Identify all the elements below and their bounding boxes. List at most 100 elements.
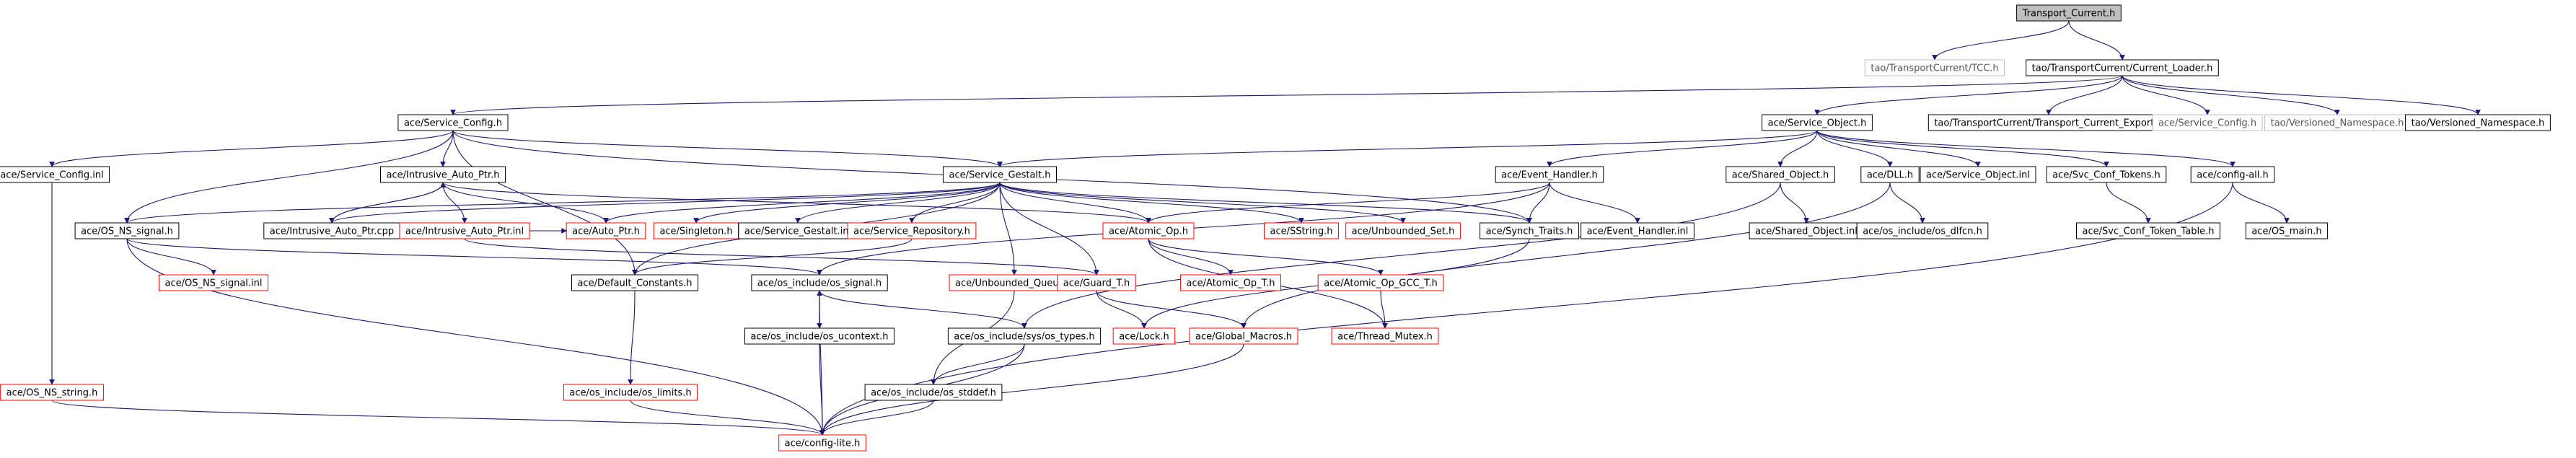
node-thread-mutex[interactable]: ace/Thread_Mutex.h xyxy=(1331,327,1439,345)
edge-current-loader-to-tc-export xyxy=(2046,75,2123,115)
edge-current-loader-to-service-object xyxy=(1814,75,2123,115)
edge-global-macros-to-config-lite xyxy=(819,343,1244,436)
edge-current-loader-to-service-config xyxy=(450,75,2123,115)
node-versioned-ns[interactable]: tao/Versioned_Namespace.h xyxy=(2405,114,2551,131)
node-intrusive-auto-ptr-cpp[interactable]: ace/Intrusive_Auto_Ptr.cpp xyxy=(263,222,400,239)
node-box xyxy=(1495,166,1604,183)
edge-guard-t-to-global-macros xyxy=(1096,290,1247,329)
node-label: ace/Unbounded_Set.h xyxy=(1352,226,1455,237)
node-current-loader[interactable]: tao/TransportCurrent/Current_Loader.h xyxy=(2026,59,2219,76)
node-box xyxy=(397,114,509,131)
node-label: ace/Event_Handler.h xyxy=(1501,170,1598,181)
node-sstring[interactable]: ace/SString.h xyxy=(1264,222,1339,239)
node-box xyxy=(2405,114,2551,131)
node-box xyxy=(1762,114,1873,131)
edge-service-config-to-default-constants xyxy=(452,130,638,276)
node-event-handler-inl[interactable]: ace/Event_Handler.inl xyxy=(1581,222,1694,239)
node-box xyxy=(566,222,646,239)
node-box xyxy=(1317,274,1444,291)
node-box xyxy=(1726,166,1835,183)
node-label: ace/Service_Config.inl xyxy=(0,170,103,181)
node-label: ace/SString.h xyxy=(1270,226,1333,237)
node-os-dlfcn[interactable]: ace/os_include/os_dlfcn.h xyxy=(1856,222,1989,239)
node-shared-object[interactable]: ace/Shared_Object.h xyxy=(1726,166,1835,183)
node-os-ns-signal[interactable]: ace/OS_NS_signal.h xyxy=(74,222,180,239)
node-service-object[interactable]: ace/Service_Object.h xyxy=(1762,114,1873,131)
node-box xyxy=(1856,222,1989,239)
edge-event-handler-to-synch-traits xyxy=(1526,182,1550,224)
node-auto-ptr[interactable]: ace/Auto_Ptr.h xyxy=(566,222,646,239)
node-dll[interactable]: ace/DLL.h xyxy=(1860,166,1920,183)
node-box xyxy=(0,384,104,401)
node-os-ns-signal-inl[interactable]: ace/OS_NS_signal.inl xyxy=(159,274,268,291)
node-tcc[interactable]: tao/TransportCurrent/TCC.h xyxy=(1864,59,2005,76)
node-default-constants[interactable]: ace/Default_Constants.h xyxy=(571,274,699,291)
edge-config-all-to-os-main xyxy=(2232,182,2290,224)
node-service-gestalt[interactable]: ace/Service_Gestalt.h xyxy=(943,166,1057,183)
node-box xyxy=(864,384,1003,401)
node-os-main[interactable]: ace/OS_main.h xyxy=(2245,222,2329,239)
node-singleton[interactable]: ace/Singleton.h xyxy=(653,222,739,239)
node-box xyxy=(399,222,530,239)
node-atomic-op-t[interactable]: ace/Atomic_Op_T.h xyxy=(1180,274,1281,291)
node-global-macros[interactable]: ace/Global_Macros.h xyxy=(1189,327,1298,345)
node-box xyxy=(1345,222,1461,239)
node-ace-service-config-ext[interactable]: ace/Service_Config.h xyxy=(2152,114,2263,131)
node-service-config[interactable]: ace/Service_Config.h xyxy=(397,114,509,131)
node-os-ucontext[interactable]: ace/os_include/os_ucontext.h xyxy=(744,327,894,345)
node-box xyxy=(1264,222,1339,239)
node-config-lite[interactable]: ace/config-lite.h xyxy=(778,434,866,452)
node-os-stddef[interactable]: ace/os_include/os_stddef.h xyxy=(864,384,1003,401)
node-os-limits[interactable]: ace/os_include/os_limits.h xyxy=(563,384,698,401)
node-box xyxy=(1189,327,1298,345)
node-label: ace/os_include/sys/os_types.h xyxy=(954,332,1094,343)
node-unbounded-set[interactable]: ace/Unbounded_Set.h xyxy=(1345,222,1461,239)
node-config-all[interactable]: ace/config-all.h xyxy=(2190,166,2275,183)
node-versioned-ns-ext[interactable]: tao/Versioned_Namespace.h xyxy=(2264,114,2410,131)
node-os-include-os-signal[interactable]: ace/os_include/os_signal.h xyxy=(751,274,888,291)
node-os-ns-string[interactable]: ace/OS_NS_string.h xyxy=(0,384,104,401)
node-label: ace/Thread_Mutex.h xyxy=(1337,332,1433,343)
node-service-repository[interactable]: ace/Service_Repository.h xyxy=(847,222,977,239)
node-label: ace/Default_Constants.h xyxy=(577,278,692,289)
edge-service-gestalt-to-service-repository xyxy=(909,182,1001,224)
node-label: ace/Atomic_Op_T.h xyxy=(1187,278,1275,289)
node-service-gestalt-inl[interactable]: ace/Service_Gestalt.inl xyxy=(738,222,858,239)
node-guard-t[interactable]: ace/Guard_T.h xyxy=(1057,274,1136,291)
node-svc-conf-token-table[interactable]: ace/Svc_Conf_Token_Table.h xyxy=(2076,222,2220,239)
node-label: ace/Synch_Traits.h xyxy=(1486,226,1573,237)
node-box xyxy=(2152,114,2263,131)
edge-shared-object-to-sys-os-types xyxy=(1021,182,1781,329)
node-service-config-inl[interactable]: ace/Service_Config.inl xyxy=(0,166,110,183)
node-label: ace/Service_Object.inl xyxy=(1926,170,2030,181)
node-label: ace/Service_Config.h xyxy=(2158,118,2256,129)
edge-service-config-to-service-gestalt xyxy=(452,130,1003,167)
node-atomic-op[interactable]: ace/Atomic_Op.h xyxy=(1102,222,1195,239)
node-intrusive-auto-ptr[interactable]: ace/Intrusive_Auto_Ptr.h xyxy=(380,166,506,183)
node-sys-os-types[interactable]: ace/os_include/sys/os_types.h xyxy=(947,327,1102,345)
node-label: ace/Auto_Ptr.h xyxy=(572,226,640,237)
node-event-handler[interactable]: ace/Event_Handler.h xyxy=(1495,166,1604,183)
edge-dll-to-global-macros xyxy=(1241,182,1891,329)
node-tc-export[interactable]: tao/TransportCurrent/Transport_Current_E… xyxy=(1927,114,2170,131)
node-lock[interactable]: ace/Lock.h xyxy=(1112,327,1176,345)
node-label: ace/Service_Repository.h xyxy=(853,226,970,237)
node-shared-object-inl[interactable]: ace/Shared_Object.inl xyxy=(1749,222,1864,239)
node-transport-current[interactable]: Transport_Current.h xyxy=(2016,4,2122,22)
node-label: ace/os_include/os_dlfcn.h xyxy=(1863,226,1982,237)
edge-service-config-to-service-config-inl xyxy=(49,130,454,167)
node-box xyxy=(1864,59,2005,76)
node-box xyxy=(1331,327,1439,345)
node-box xyxy=(563,384,698,401)
node-box xyxy=(751,274,888,291)
node-service-object-inl[interactable]: ace/Service_Object.inl xyxy=(1920,166,2036,183)
node-intrusive-auto-ptr-inl[interactable]: ace/Intrusive_Auto_Ptr.inl xyxy=(399,222,530,239)
edge-service-gestalt-to-atomic-op xyxy=(999,182,1151,224)
node-label: ace/OS_main.h xyxy=(2251,226,2321,237)
edge-service-object-to-event-handler xyxy=(1547,130,1818,167)
edge-service-gestalt-to-auto-ptr xyxy=(603,182,1001,224)
node-svc-conf-tokens[interactable]: ace/Svc_Conf_Tokens.h xyxy=(2046,166,2167,183)
node-atomic-op-gcc-t[interactable]: ace/Atomic_Op_GCC_T.h xyxy=(1317,274,1444,291)
node-label: ace/Lock.h xyxy=(1119,332,1169,343)
node-synch-traits[interactable]: ace/Synch_Traits.h xyxy=(1480,222,1579,239)
